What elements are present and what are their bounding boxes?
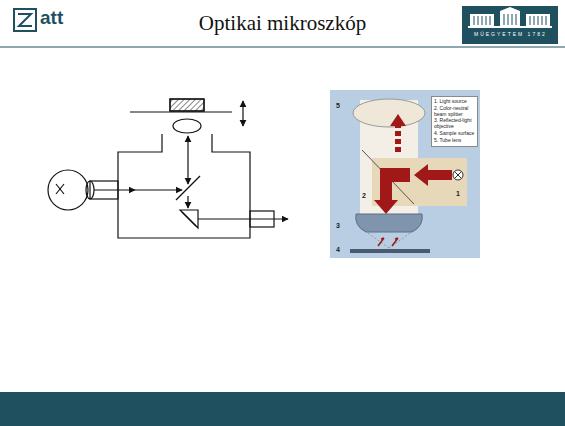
logo-text: att [40,8,63,29]
logo-caption: MŰEGYETEM 1782 [474,32,547,38]
university-logo [462,6,558,44]
callout-number: 1 [456,190,460,198]
att-logo-icon [14,9,36,31]
callout-number: 3 [336,222,340,230]
footer-bar [0,392,565,426]
reflected-light-figure [330,90,480,258]
legend-box: 1. Light source2. Color-neutral beam spl… [431,96,478,147]
callout-number: 2 [362,192,366,200]
legend-entry: 2. Color-neutral beam splitter [434,106,475,118]
microscope-schematic [48,99,288,238]
callout-number: 4 [336,246,340,254]
legend-entry: 3. Reflected-light objective [434,118,475,130]
legend-entry: 4. Sample surface [434,131,475,137]
legend-entry: 5. Tube lens [434,138,475,144]
legend-entry: 1. Light source [434,99,475,105]
header-rule [0,47,565,48]
callout-number: 5 [336,102,340,110]
